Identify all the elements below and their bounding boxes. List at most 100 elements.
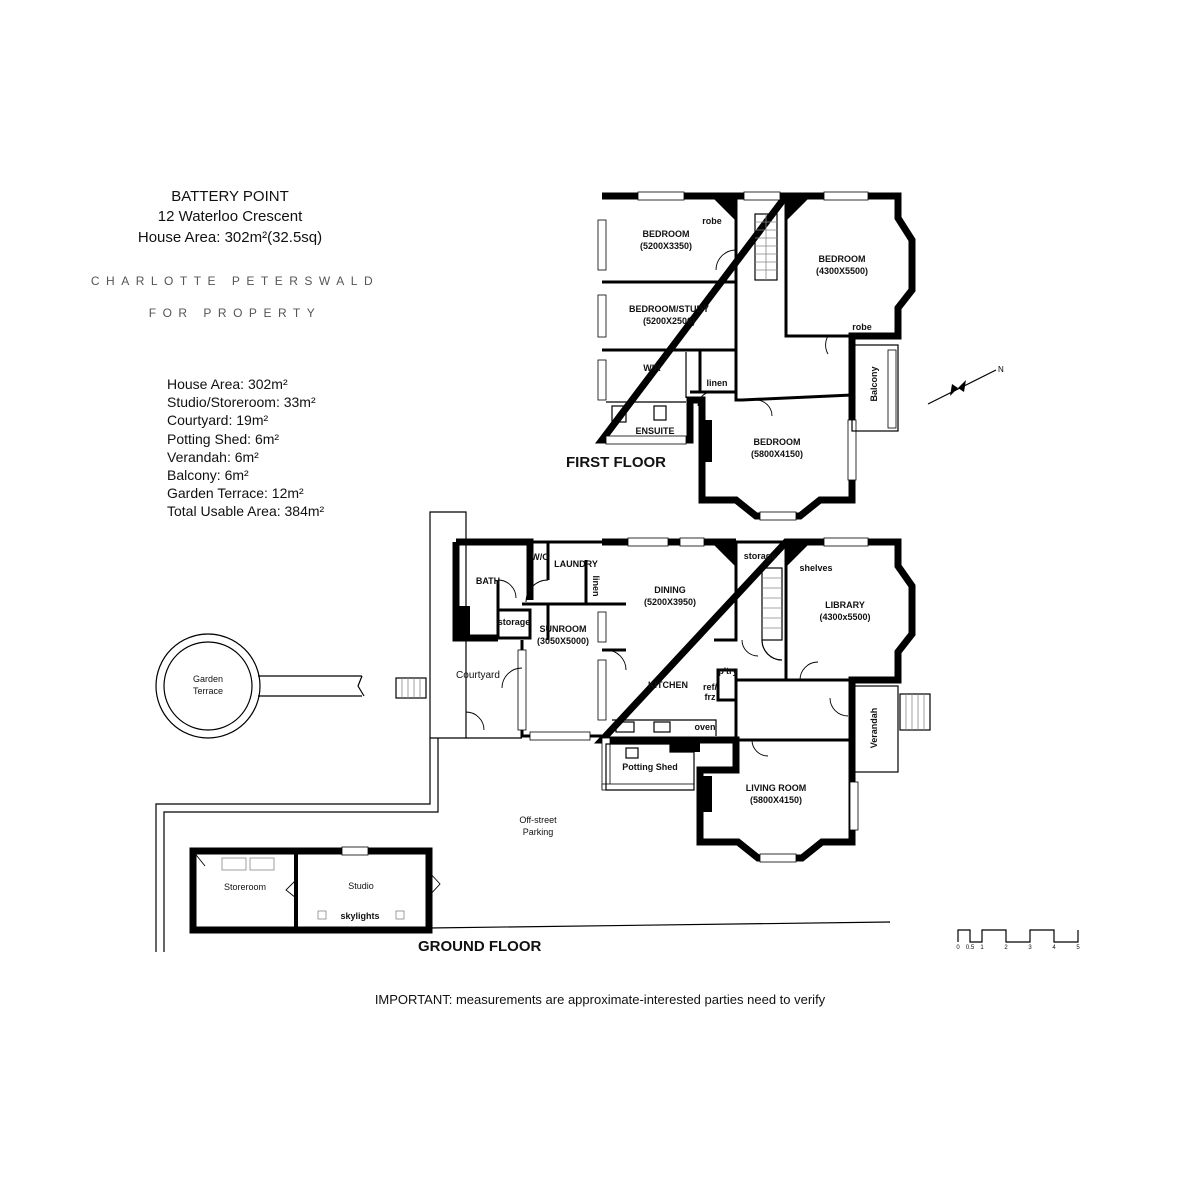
first-floor-stairs — [754, 213, 778, 281]
compass-north-label: N — [998, 365, 1004, 374]
sink-icon — [625, 747, 639, 759]
library-dims: (4300x5500) — [819, 612, 870, 622]
door-swing — [192, 850, 206, 867]
fridge-alcove — [716, 668, 738, 702]
corner-fill — [787, 197, 810, 220]
balcony-outline — [851, 344, 899, 432]
bedroom-study-dims: (5200X2500) — [643, 316, 695, 326]
linen-label: linen — [706, 378, 727, 388]
skylight-icon — [249, 857, 275, 871]
storage2-label: storage — [744, 551, 777, 561]
window — [597, 294, 607, 338]
window — [597, 219, 607, 271]
first-floor-label: FIRST FLOOR — [566, 454, 666, 471]
window — [637, 191, 685, 201]
boundary-line-inner — [163, 738, 439, 952]
living-room-dims: (5800X4150) — [750, 795, 802, 805]
window — [759, 511, 797, 521]
storage1-label: storage — [498, 617, 531, 627]
verandah-label: Verandah — [869, 708, 879, 749]
ensuite-label: ENSUITE — [635, 426, 674, 436]
area-courtyard: Courtyard: 19m² — [167, 412, 269, 429]
pantry-label: p'try — [718, 666, 737, 676]
balcony-label: Balcony — [869, 366, 879, 401]
door-swing — [497, 579, 517, 599]
parking-label-2: Parking — [523, 827, 554, 837]
corner-fill — [712, 543, 735, 566]
laundry-wall — [530, 540, 602, 606]
parking-label-1: Off-street — [519, 815, 557, 825]
wir-label: WIR — [643, 363, 661, 373]
property-suburb: BATTERY POINT — [171, 188, 289, 205]
ground-floor-stairs — [761, 567, 783, 661]
garden-path — [258, 675, 362, 697]
garden-terrace-label-2: Terrace — [193, 686, 223, 696]
scale-tick-4: 4 — [1052, 945, 1056, 951]
oven-label: oven — [694, 722, 715, 732]
bedroom1-label: BEDROOM — [643, 229, 690, 239]
ground-floor-outer-wall — [593, 538, 916, 862]
door-swing — [605, 649, 627, 671]
window — [597, 659, 607, 721]
door-swing — [697, 391, 713, 407]
bedroom1-dims: (5200X3350) — [640, 241, 692, 251]
basin-icon — [653, 405, 667, 421]
scale-tick-0-5: 0.5 — [966, 945, 975, 951]
window — [597, 611, 607, 643]
bath-storage-wall — [496, 580, 532, 640]
door-swing — [285, 879, 297, 899]
area-total-usable: Total Usable Area: 384m² — [167, 503, 325, 520]
garden-steps — [395, 677, 427, 699]
property-house-area: House Area: 302m²(32.5sq) — [137, 229, 323, 246]
area-house: House Area: 302m² — [167, 376, 288, 392]
door-swing — [755, 399, 773, 417]
dining-east-wall — [714, 542, 738, 642]
wall-fill — [670, 740, 700, 752]
area-summary: House Area: 302m² Studio/Storeroom: 33m²… — [167, 375, 324, 521]
door-swing — [525, 579, 549, 603]
chimney-fill — [703, 420, 712, 462]
scale-tick-5: 5 — [1076, 945, 1080, 951]
ground-floor-label: GROUND FLOOR — [418, 938, 541, 955]
hall-wall — [734, 670, 786, 740]
bedroom3-label: BEDROOM — [754, 437, 801, 447]
scale-tick-2: 2 — [1004, 945, 1008, 951]
sink-icon — [615, 721, 635, 733]
sunroom-label: SUNROOM — [540, 624, 587, 634]
bedroom2-wall — [784, 196, 852, 338]
ground-floor-plan: BATH storage W/C LAUNDRY linen SUNROOM (… — [155, 511, 931, 955]
bath-fill — [457, 606, 470, 638]
door-swing — [751, 739, 769, 757]
storeroom-label: Storeroom — [224, 882, 266, 892]
bath-label: BATH — [476, 576, 500, 586]
first-floor-plan: BEDROOM (5200X3350) robe BEDROOM/STUDY (… — [566, 191, 1004, 521]
door-swing — [428, 871, 441, 897]
robe2-label: robe — [852, 322, 872, 332]
kitchen-label: KITCHEN — [648, 680, 688, 690]
window — [341, 846, 369, 856]
potting-shed-label: Potting Shed — [622, 762, 678, 772]
agency-logo-line2: FOR PROPERTY — [148, 306, 322, 320]
skylights-label: skylights — [340, 911, 379, 921]
laundry-label: LAUNDRY — [554, 559, 598, 569]
area-garden-terrace: Garden Terrace: 12m² — [167, 485, 304, 502]
door-swing — [741, 639, 759, 657]
skylight-icon — [317, 910, 327, 920]
scale-tick-1: 1 — [980, 945, 984, 951]
bedroom-study-wall — [602, 280, 738, 352]
corner-fill — [712, 197, 735, 220]
garden-terrace-inner — [163, 641, 253, 731]
robe1-label: robe — [702, 216, 722, 226]
measurement-disclaimer: IMPORTANT: measurements are approximate-… — [374, 992, 826, 1007]
bedroom3-dims: (5800X4150) — [751, 449, 803, 459]
boundary-line — [155, 738, 431, 952]
fridge-label-2: frz — [705, 692, 716, 702]
door-swing — [465, 711, 485, 731]
courtyard-label: Courtyard — [456, 670, 500, 681]
verandah-outline — [851, 685, 899, 773]
window — [529, 731, 591, 741]
balcony-rail — [887, 349, 897, 429]
library-label: LIBRARY — [825, 600, 865, 610]
window — [849, 781, 859, 831]
skylight-icon — [395, 910, 405, 920]
